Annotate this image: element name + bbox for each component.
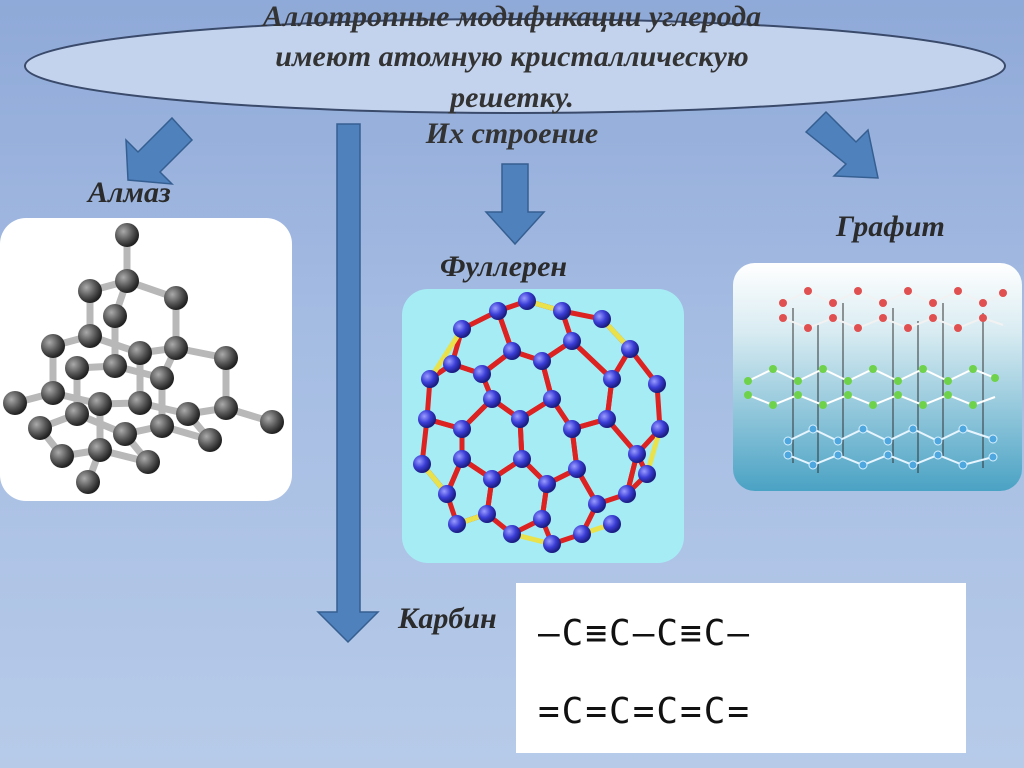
title-line-2: имеют атомную кристаллическую	[275, 40, 749, 73]
label-fullerene: Фуллерен	[440, 250, 568, 283]
carbyne-formula-image: —C≡C—C≡C— =C=C=C=C=	[516, 583, 966, 753]
arrow-to-carbyne	[316, 123, 380, 644]
diamond-lattice	[3, 223, 284, 494]
diamond-structure-image	[0, 218, 292, 501]
label-carbyne: Карбин	[398, 602, 497, 635]
arrow-to-diamond	[125, 116, 194, 185]
fullerene-structure-image	[402, 289, 684, 563]
graphite-structure-image	[733, 263, 1022, 491]
carbyne-formula-double: =C=C=C=C=	[538, 691, 752, 732]
arrow-to-fullerene	[484, 163, 546, 246]
title-ellipse	[24, 18, 1006, 114]
label-diamond: Алмаз	[88, 176, 171, 209]
arrow-to-graphite	[804, 110, 879, 179]
carbyne-formula-triple: —C≡C—C≡C—	[538, 613, 752, 654]
title-line-3: решетку.	[450, 81, 574, 114]
graphite-layers	[744, 287, 1007, 473]
label-graphite: Графит	[836, 210, 945, 243]
fullerene-molecule	[413, 292, 669, 553]
title-line-1: Аллотропные модификации углерода	[262, 0, 762, 33]
title-line-4: Их строение	[425, 117, 599, 150]
